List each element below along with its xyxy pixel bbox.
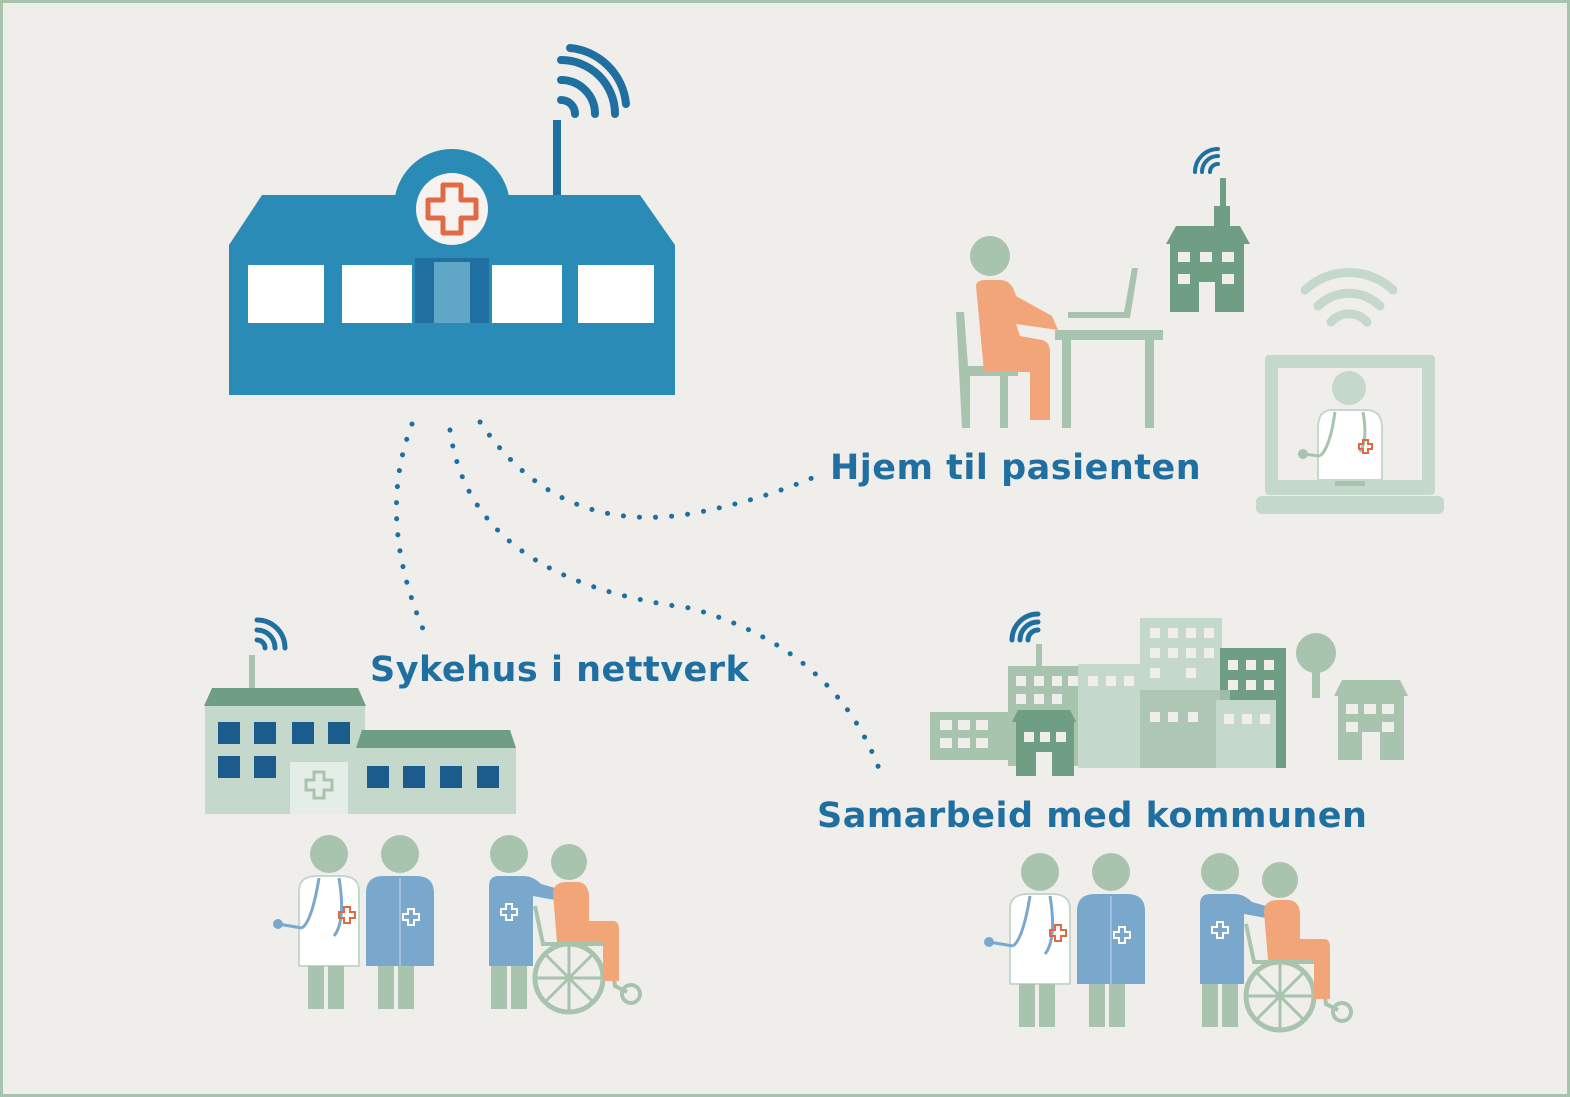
wifi-icon [254, 617, 288, 651]
home-house-icon [1166, 147, 1250, 312]
network-hospital-icon [204, 617, 516, 814]
label-network-hospitals: Sykehus i nettverk [370, 650, 750, 690]
main-hospital-icon [229, 44, 675, 395]
municipality-staff-group [984, 853, 1351, 1030]
patient-at-desk-icon [956, 236, 1163, 428]
city-icon [930, 611, 1408, 776]
laptop-doctor-icon [1256, 268, 1444, 514]
label-municipality-collaboration: Samarbeid med kommunen [817, 796, 1368, 836]
wifi-icon [1300, 268, 1398, 327]
wifi-icon [1193, 147, 1220, 174]
hospital-staff-group [273, 835, 640, 1012]
dotted-connection [393, 419, 886, 783]
wifi-icon [557, 44, 630, 118]
label-home-to-patient: Hjem til pasienten [830, 448, 1202, 488]
wifi-icon [1009, 611, 1041, 643]
